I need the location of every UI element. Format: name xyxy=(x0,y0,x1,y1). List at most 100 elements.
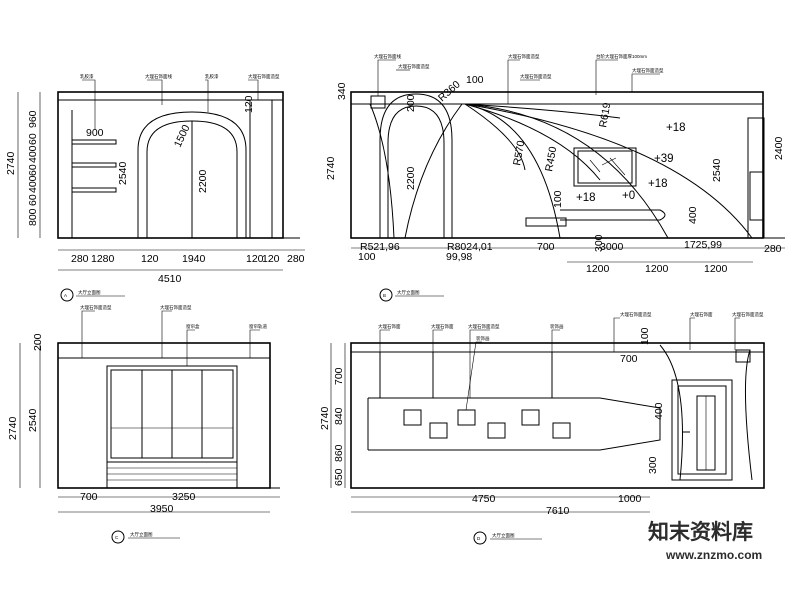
svg-text:60: 60 xyxy=(27,133,39,145)
elevation-d-detail xyxy=(659,344,753,481)
svg-text:大理石饰面造型: 大理石饰面造型 xyxy=(468,323,500,330)
svg-text:700: 700 xyxy=(620,353,638,365)
svg-text:120: 120 xyxy=(141,253,159,265)
elevation-a: 乳胶漆 大理石饰面线 乳胶漆 大理石饰面造型 2740 960 60 400 6… xyxy=(5,73,305,302)
elevation-b-arch xyxy=(369,93,463,239)
dim-c-total: 3950 xyxy=(150,503,174,515)
elevation-b-wall-frame xyxy=(350,91,764,239)
svg-text:300: 300 xyxy=(593,234,605,252)
elevation-d-corridor xyxy=(367,397,661,451)
elevation-b-bottom-dims: R521,96 R8024,01 700 3000 1725,99 280 10… xyxy=(351,239,785,275)
watermark-title: 知末资料库 xyxy=(648,520,753,544)
svg-text:100: 100 xyxy=(358,251,376,263)
dim-a-total: 4510 xyxy=(158,273,182,285)
svg-text:280: 280 xyxy=(71,253,89,265)
svg-text:大理石饰面造型: 大理石饰面造型 xyxy=(520,73,552,80)
elevation-c-leaders: 大理石饰面造型 大理石饰面造型 窗帘盒 窗帘轨道 xyxy=(80,304,267,366)
svg-text:2540: 2540 xyxy=(117,161,129,185)
elevation-b-picture xyxy=(573,147,637,187)
svg-text:大理石饰面: 大理石饰面 xyxy=(690,311,713,318)
svg-text:1000: 1000 xyxy=(618,493,642,505)
svg-text:R8024,01: R8024,01 xyxy=(447,241,493,253)
svg-text:大理石饰面造型: 大理石饰面造型 xyxy=(732,311,764,318)
svg-text:大理石饰面造型: 大理石饰面造型 xyxy=(620,311,652,318)
svg-text:1500: 1500 xyxy=(172,123,193,149)
svg-text:大厅立面图: 大厅立面图 xyxy=(78,289,101,296)
svg-text:1200: 1200 xyxy=(586,263,610,275)
svg-text:900: 900 xyxy=(86,127,104,139)
svg-text:120: 120 xyxy=(262,253,280,265)
svg-text:+39: +39 xyxy=(654,153,674,165)
svg-text:60: 60 xyxy=(27,194,39,206)
svg-text:2540: 2540 xyxy=(711,158,723,182)
dim-c-outer-height: 2740 xyxy=(7,416,19,440)
svg-text:3000: 3000 xyxy=(600,241,624,253)
svg-text:2400: 2400 xyxy=(773,136,785,160)
elevation-b-caption: B 大厅立面图 xyxy=(379,288,444,302)
svg-text:大理石饰面: 大理石饰面 xyxy=(378,323,401,330)
svg-text:大理石饰面造型: 大理石饰面造型 xyxy=(80,304,112,311)
svg-text:1200: 1200 xyxy=(704,263,728,275)
elevation-b: 大理石饰面线 大理石饰面造型 大理石饰面造型 大理石饰面造型 台阶大理石饰面厚1… xyxy=(325,53,785,302)
svg-text:2540: 2540 xyxy=(27,408,39,432)
elevation-c-wall-frame xyxy=(57,342,271,489)
dim-d-outer-height: 2740 xyxy=(319,406,331,430)
svg-text:280: 280 xyxy=(764,243,782,255)
svg-text:R570: R570 xyxy=(511,140,527,167)
watermark-logo: 知末资料库 www.znzmo.com xyxy=(648,520,762,562)
elevation-d: 大理石饰面 大理石饰面 大理石饰面造型 装饰画 装饰画 大理石饰面造型 大理石饰… xyxy=(319,311,765,545)
elevation-d-wall-frame xyxy=(350,342,765,489)
svg-text:60: 60 xyxy=(27,164,39,176)
svg-text:960: 960 xyxy=(27,110,39,128)
svg-text:+18: +18 xyxy=(666,122,686,134)
svg-text:乳胶漆: 乳胶漆 xyxy=(205,73,219,80)
svg-text:1200: 1200 xyxy=(645,263,669,275)
dim-b-outer-height: 2740 xyxy=(325,156,337,180)
svg-text:400: 400 xyxy=(27,175,39,193)
elevation-b-stair-curves xyxy=(464,103,753,239)
svg-text:大理石饰面造型: 大理石饰面造型 xyxy=(398,63,430,70)
dim-a-outer-height: 2740 xyxy=(5,151,17,175)
svg-text:280: 280 xyxy=(287,253,305,265)
svg-text:840: 840 xyxy=(333,407,345,425)
elevation-c-caption: C 大厅立面图 xyxy=(111,530,180,544)
svg-text:+0: +0 xyxy=(622,190,635,202)
svg-text:340: 340 xyxy=(336,82,348,100)
elevation-a-left-dims: 2740 960 60 400 60 400 60 800 xyxy=(5,92,41,238)
svg-text:R450: R450 xyxy=(543,146,559,173)
svg-text:大理石饰面造型: 大理石饰面造型 xyxy=(632,67,664,74)
svg-text:100: 100 xyxy=(552,190,564,208)
svg-text:装饰画: 装饰画 xyxy=(550,323,564,330)
svg-text:400: 400 xyxy=(653,402,665,420)
watermark-url: www.znzmo.com xyxy=(665,548,762,562)
elevation-c-bottom-dims: 700 3250 3950 xyxy=(58,491,280,515)
svg-text:大厅立面图: 大厅立面图 xyxy=(492,532,515,539)
elevation-a-leaders: 乳胶漆 大理石饰面线 乳胶漆 大理石饰面造型 xyxy=(80,73,280,130)
svg-text:4750: 4750 xyxy=(472,493,496,505)
svg-text:200: 200 xyxy=(405,94,417,112)
dim-d-total: 7610 xyxy=(546,505,570,517)
svg-text:+18: +18 xyxy=(648,178,668,190)
svg-text:120: 120 xyxy=(246,253,264,265)
svg-text:200: 200 xyxy=(32,333,44,351)
svg-text:700: 700 xyxy=(537,241,555,253)
elevation-d-caption: D 大厅立面图 xyxy=(473,531,542,545)
svg-text:99,98: 99,98 xyxy=(446,251,472,263)
svg-text:1940: 1940 xyxy=(182,253,206,265)
elevation-a-shelves xyxy=(71,110,117,238)
svg-text:1280: 1280 xyxy=(91,253,115,265)
svg-text:大理石饰面线: 大理石饰面线 xyxy=(145,73,172,80)
svg-text:A: A xyxy=(64,293,67,298)
elevation-c-window xyxy=(106,365,238,463)
svg-text:3250: 3250 xyxy=(172,491,196,503)
svg-text:120: 120 xyxy=(243,95,255,113)
svg-text:窗帘盒: 窗帘盒 xyxy=(186,323,200,330)
svg-text:大理石饰面造型: 大理石饰面造型 xyxy=(248,73,280,80)
svg-text:D: D xyxy=(477,536,481,541)
elevation-a-caption: A 大厅立面图 xyxy=(60,288,125,302)
svg-text:乳胶漆: 乳胶漆 xyxy=(80,73,94,80)
elevation-d-bottom-dims: 4750 1000 7610 xyxy=(351,493,650,517)
svg-text:400: 400 xyxy=(27,145,39,163)
svg-text:650: 650 xyxy=(333,468,345,486)
